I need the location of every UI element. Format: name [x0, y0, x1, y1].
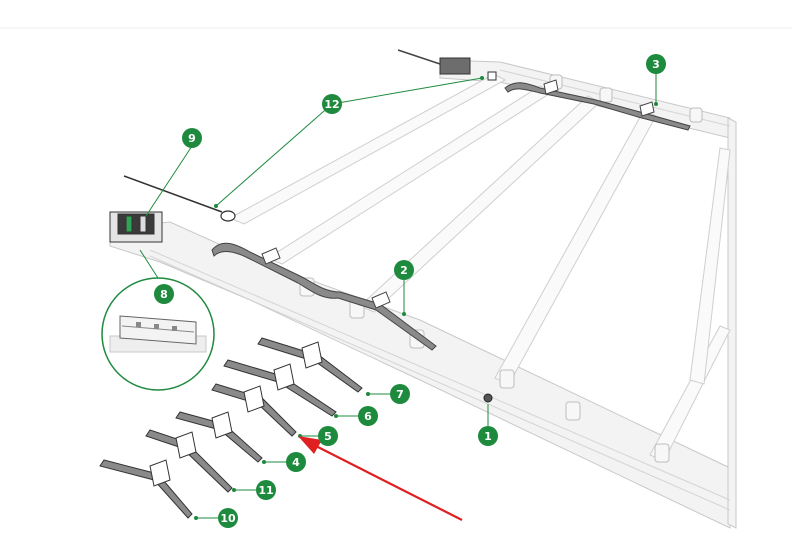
inset-detail [101, 277, 215, 391]
callout-4-label: 4 [292, 456, 300, 469]
callout-9: 9 [182, 128, 202, 148]
part-10 [99, 459, 193, 519]
bow-5 [649, 325, 731, 462]
cross-bows [228, 73, 731, 462]
right-side-rail [727, 117, 737, 529]
callout-7-label: 7 [396, 388, 404, 401]
callout-8-label: 8 [160, 288, 168, 301]
front-cable [123, 175, 236, 222]
callout-6-label: 6 [364, 410, 372, 423]
callout-3-label: 3 [652, 58, 660, 71]
callout-12-label: 12 [324, 98, 339, 111]
callout-3: 3 [646, 54, 666, 74]
callout-6: 6 [358, 406, 378, 426]
callout-4: 4 [286, 452, 306, 472]
callout-7: 7 [390, 384, 410, 404]
anchor-block [109, 211, 163, 243]
callout-1-label: 1 [484, 430, 492, 443]
callout-1: 1 [478, 426, 498, 446]
callout-2-label: 2 [400, 264, 408, 277]
highlight-arrow [298, 436, 463, 521]
rear-cable [397, 49, 497, 81]
bow-end-cap [483, 393, 493, 403]
callout-5: 5 [318, 426, 338, 446]
callout-10: 10 [218, 508, 238, 528]
callout-5-label: 5 [324, 430, 332, 443]
tension-bar-front [211, 242, 437, 351]
loose-parts [99, 337, 363, 519]
bow-6 [689, 147, 731, 385]
callout-2: 2 [394, 260, 414, 280]
leader-lines [139, 74, 657, 519]
callout-12: 12 [322, 94, 342, 114]
bow-1 [228, 73, 507, 225]
callout-9-label: 9 [188, 132, 196, 145]
callout-8: 8 [154, 284, 174, 304]
bow-4 [494, 109, 657, 385]
tension-bar-rear [504, 79, 691, 131]
callout-11: 11 [256, 480, 276, 500]
callout-11-label: 11 [258, 484, 273, 497]
callout-10-label: 10 [220, 512, 236, 525]
